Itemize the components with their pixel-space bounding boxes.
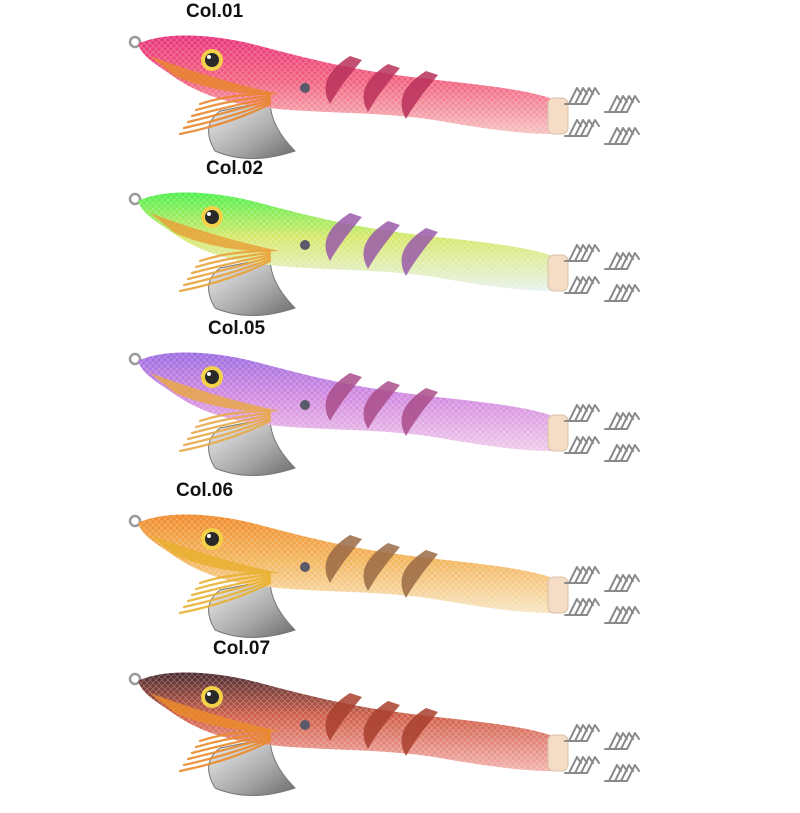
- feather: [178, 259, 272, 293]
- feather: [190, 733, 272, 755]
- feather: [182, 257, 272, 287]
- tail-sleeve: [547, 576, 569, 614]
- feather: [178, 739, 272, 773]
- feather: [182, 737, 272, 767]
- feather: [194, 94, 272, 112]
- feather: [198, 571, 272, 585]
- squid-jig-lure-image: [128, 192, 640, 316]
- feather: [178, 581, 272, 615]
- lure-row: Col.02: [0, 159, 800, 325]
- hook-icon: [564, 404, 640, 462]
- body-stripe: [401, 388, 438, 436]
- tail-sleeve: [547, 414, 569, 452]
- color-code-label: Col.05: [208, 318, 266, 339]
- line-eye-icon: [128, 192, 142, 206]
- body-stripe: [325, 535, 362, 583]
- color-code-label: Col.02: [206, 158, 264, 179]
- hook-icon: [564, 87, 640, 145]
- body-stripe: [363, 701, 400, 749]
- body-stripe: [363, 221, 400, 269]
- line-eye-icon: [128, 352, 142, 366]
- body-stripe: [363, 381, 400, 429]
- hook-icon: [564, 566, 640, 624]
- feather: [194, 251, 272, 269]
- feather: [194, 573, 272, 591]
- hook-icon: [564, 244, 640, 302]
- squid-jig-lure-image: [128, 672, 640, 796]
- lure-row: Col.05: [0, 319, 800, 485]
- body-stripe: [401, 550, 438, 598]
- body-stripe: [401, 71, 438, 119]
- body-stripe: [325, 213, 362, 261]
- feather: [186, 98, 272, 124]
- feather: [194, 411, 272, 429]
- body-stripe: [325, 56, 362, 104]
- lure-row: Col.07: [0, 639, 800, 805]
- tail-sleeve: [547, 734, 569, 772]
- color-code-label: Col.07: [213, 638, 271, 659]
- feather: [182, 579, 272, 609]
- feather: [190, 96, 272, 118]
- line-eye-icon: [128, 514, 142, 528]
- feather: [194, 731, 272, 749]
- feather: [186, 415, 272, 441]
- feather: [198, 729, 272, 743]
- feather: [198, 409, 272, 423]
- feather: [182, 417, 272, 447]
- feather: [182, 100, 272, 130]
- feather: [190, 413, 272, 435]
- squid-jig-lure-image: [128, 514, 640, 638]
- feather: [190, 253, 272, 275]
- feather: [190, 575, 272, 597]
- lure-row: Col.01: [0, 2, 800, 168]
- feather: [178, 102, 272, 136]
- tail-sleeve: [547, 254, 569, 292]
- squid-jig-lure-image: [128, 352, 640, 476]
- body-stripe: [401, 228, 438, 276]
- line-eye-icon: [128, 672, 142, 686]
- feather: [186, 735, 272, 761]
- lure-row: Col.06: [0, 481, 800, 647]
- feather: [198, 92, 272, 106]
- body-stripe: [363, 543, 400, 591]
- line-eye-icon: [128, 35, 142, 49]
- feather: [198, 249, 272, 263]
- feather: [178, 419, 272, 453]
- body-stripe: [363, 64, 400, 112]
- color-code-label: Col.06: [176, 480, 234, 501]
- body-stripe: [325, 373, 362, 421]
- squid-jig-lure-image: [128, 35, 640, 159]
- body-stripe: [401, 708, 438, 756]
- hook-icon: [564, 724, 640, 782]
- color-code-label: Col.01: [186, 1, 244, 22]
- tail-sleeve: [547, 97, 569, 135]
- body-stripe: [325, 693, 362, 741]
- feather: [186, 577, 272, 603]
- feather: [186, 255, 272, 281]
